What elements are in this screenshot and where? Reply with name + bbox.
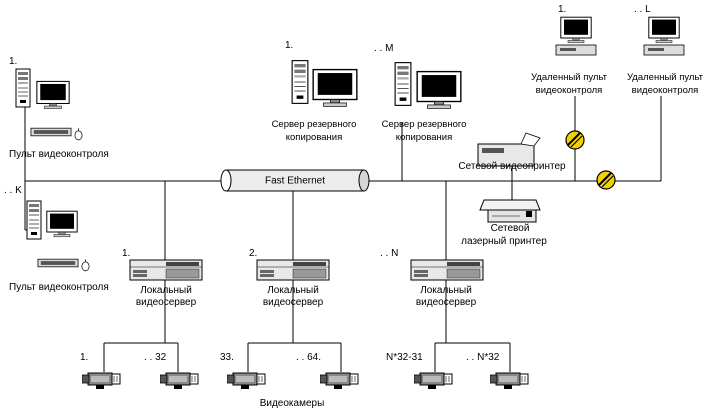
mouse-icon (81, 259, 90, 272)
wires (24, 72, 662, 372)
console-1-caption: Пульт видеоконтроля (9, 149, 109, 160)
backup-m-line1: Сервер резервного (382, 119, 467, 130)
remote-l-index: . . L (634, 4, 651, 15)
tower-icon (26, 200, 42, 240)
console-1-index: 1. (9, 56, 17, 67)
monitor-icon (36, 80, 70, 110)
video-printer-caption: Сетевой видеопринтер (458, 161, 566, 172)
remote-1-index: 1. (558, 4, 566, 15)
video-console-1: 1. Пульт видеоконтроля (9, 56, 109, 160)
keyboard-icon (30, 127, 72, 137)
camera-icon (160, 372, 199, 390)
network-laser-printer: Сетевой лазерный принтер (461, 199, 547, 247)
vs-2-line2: видеосервер (263, 297, 324, 308)
camera-group-3: N*32-31 . . N*32 (386, 352, 529, 390)
camera-icon (227, 372, 266, 390)
backup-1-line2: копирования (286, 132, 343, 143)
tower-icon (394, 61, 412, 107)
backup-m-line2: копирования (396, 132, 453, 143)
vs-n-index: . . N (380, 248, 398, 259)
vs-2-line1: Локальный (267, 285, 319, 296)
monitor-icon (416, 70, 462, 110)
backup-1-index: 1. (285, 40, 293, 51)
tower-icon (291, 59, 309, 105)
remote-l-line1: Удаленный пульт (627, 72, 704, 83)
vs-n-line1: Локальный (420, 285, 472, 296)
monitor-icon (312, 68, 358, 108)
cam-g1-first-label: 1. (80, 352, 88, 363)
camera-icon (414, 372, 453, 390)
monitor-icon (560, 16, 592, 44)
keyboard-icon (37, 258, 79, 268)
local-video-server-1: 1. Локальный видеосервер (122, 248, 203, 308)
cam-g3-last-label: . . N*32 (466, 352, 500, 363)
cam-g2-last-label: . . 64. (296, 352, 321, 363)
camera-group-1: 1. . . 32 (80, 352, 199, 390)
backup-1-line1: Сервер резервного (272, 119, 357, 130)
console-k-caption: Пульт видеоконтроля (9, 282, 109, 293)
video-server-icon (129, 259, 203, 281)
tower-icon (15, 68, 31, 108)
camera-icon (82, 372, 121, 390)
vs-2-index: 2. (249, 248, 257, 259)
remote-1-line1: Удаленный пульт (531, 72, 608, 83)
cam-g3-first-label: N*32-31 (386, 352, 423, 363)
modem-icon-remote-1 (565, 130, 585, 150)
local-video-server-n: . . N Локальный видеосервер (380, 248, 484, 308)
laser-printer-line2: лазерный принтер (461, 236, 547, 247)
laser-printer-icon (479, 199, 541, 211)
backup-m-index: . . M (374, 43, 393, 54)
remote-console-1: 1. Удаленный пульт видеоконтроля (531, 4, 608, 96)
video-console-k: . . K Пульт видеоконтроля (4, 185, 109, 293)
vs-1-line1: Локальный (140, 285, 192, 296)
mouse-icon (74, 128, 83, 141)
vs-1-index: 1. (122, 248, 130, 259)
monitor-icon (648, 16, 680, 44)
console-k-index: . . K (4, 185, 22, 196)
vs-1-line2: видеосервер (136, 297, 197, 308)
bus-label: Fast Ethernet (265, 176, 325, 187)
video-server-icon (256, 259, 330, 281)
laser-printer-line1: Сетевой (491, 223, 530, 234)
cameras-caption: Видеокамеры (260, 398, 325, 409)
remote-console-l: . . L Удаленный пульт видеоконтроля (627, 4, 704, 96)
backup-server-m: . . M Сервер резервного копирования (374, 43, 466, 143)
modem-icon-remote-l (596, 170, 616, 190)
cam-g2-first-label: 33. (220, 352, 234, 363)
remote-1-line2: видеоконтроля (536, 85, 603, 96)
backup-server-1: 1. Сервер резервного копирования (272, 40, 358, 143)
network-video-printer: Сетевой видеопринтер (458, 132, 566, 172)
camera-icon (320, 372, 359, 390)
remote-l-line2: видеоконтроля (632, 85, 699, 96)
local-video-server-2: 2. Локальный видеосервер (249, 248, 330, 308)
camera-icon (490, 372, 529, 390)
video-server-icon (410, 259, 484, 281)
cam-g1-last-label: . . 32 (144, 352, 167, 363)
camera-group-2: 33. . . 64. (220, 352, 359, 390)
vs-n-line2: видеосервер (416, 297, 477, 308)
fast-ethernet-bus: Fast Ethernet (220, 169, 370, 192)
monitor-icon (46, 210, 78, 238)
